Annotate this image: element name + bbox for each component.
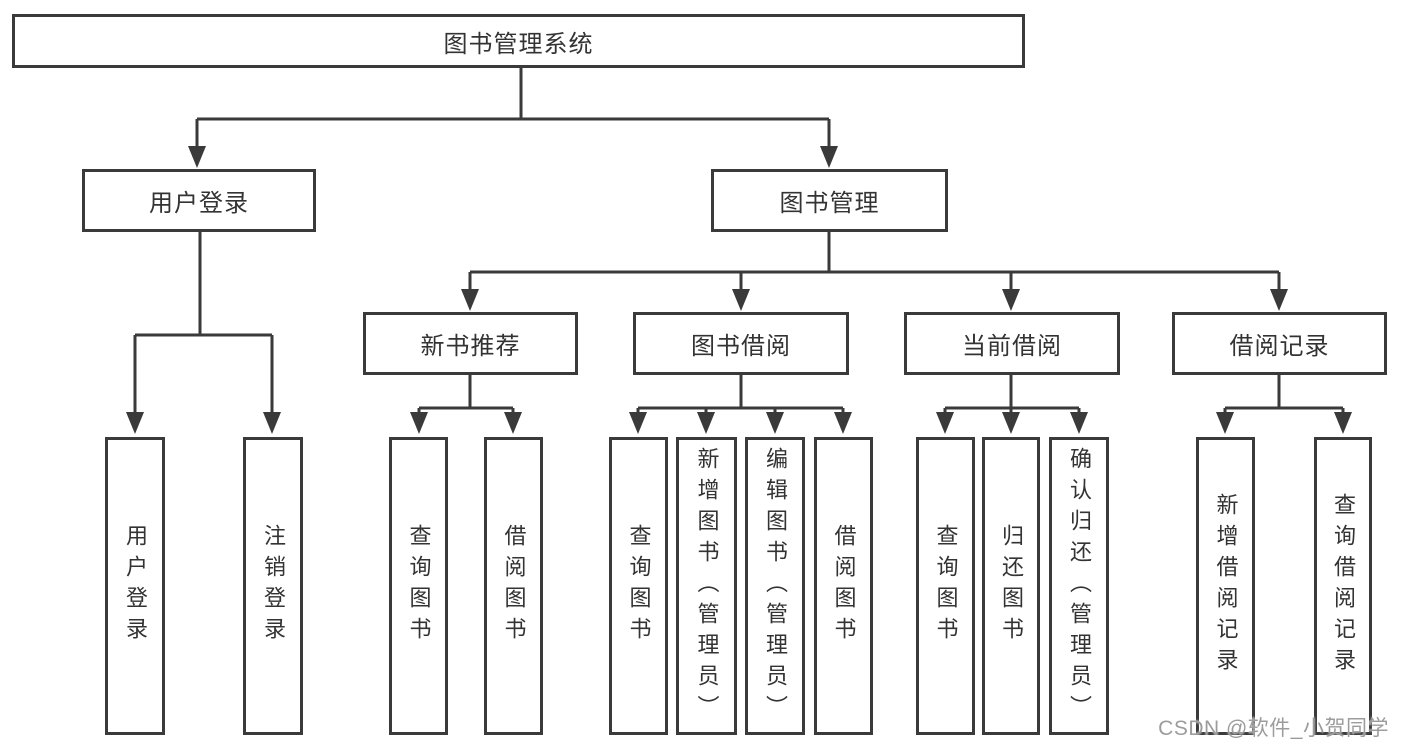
leaf-return-books: 归还图书 <box>982 437 1040 735</box>
leaf-edit-books-admin: 编辑图书（管理员） <box>745 437 805 735</box>
connector-path <box>468 232 1281 292</box>
leaf-query-books-recommend: 查询图书 <box>389 437 448 735</box>
leaf-label: 新增图书（管理员） <box>694 446 720 726</box>
node-current-borrowing: 当前借阅 <box>904 312 1120 375</box>
node-label: 用户登录 <box>149 190 249 217</box>
node-label: 图书管理系统 <box>443 30 594 58</box>
node-borrowing-records: 借阅记录 <box>1172 312 1387 375</box>
leaf-borrow-books-borrowing: 借阅图书 <box>814 437 873 735</box>
leaf-confirm-return-admin: 确认归还（管理员） <box>1049 437 1109 735</box>
leaf-label: 查询图书 <box>406 524 432 648</box>
leaf-label: 确认归还（管理员） <box>1067 446 1092 726</box>
node-library-management-system: 图书管理系统 <box>12 14 1025 68</box>
leaf-label: 注销登录 <box>261 524 286 648</box>
leaf-label: 用户登录 <box>123 524 148 648</box>
connector-path <box>636 374 845 416</box>
leaf-label: 查询图书 <box>626 524 652 648</box>
leaf-label: 借阅图书 <box>831 524 857 648</box>
node-label: 图书借阅 <box>691 333 791 360</box>
leaf-add-borrow-record: 新增借阅记录 <box>1196 437 1255 735</box>
node-book-management: 图书管理 <box>711 169 948 232</box>
leaf-label: 查询借阅记录 <box>1331 493 1356 679</box>
connector-path <box>133 232 274 416</box>
csdn-watermark: CSDN @软件_小贺同学 <box>1158 717 1389 740</box>
leaf-query-books-current: 查询图书 <box>916 437 975 735</box>
leaf-logout: 注销登录 <box>243 437 303 735</box>
node-new-book-recommend: 新书推荐 <box>363 312 578 375</box>
leaf-query-borrow-record: 查询借阅记录 <box>1314 437 1372 735</box>
node-book-borrowing: 图书借阅 <box>633 312 849 375</box>
connector-path <box>1223 374 1345 416</box>
node-label: 当前借阅 <box>962 333 1062 360</box>
node-label: 借阅记录 <box>1229 333 1330 360</box>
leaf-borrow-books-recommend: 借阅图书 <box>484 437 543 735</box>
leaf-add-books-admin: 新增图书（管理员） <box>676 437 737 735</box>
connector-path <box>943 374 1081 416</box>
leaf-label: 查询图书 <box>933 524 959 648</box>
leaf-label: 编辑图书（管理员） <box>763 446 788 726</box>
leaf-query-books-borrowing: 查询图书 <box>609 437 668 735</box>
connector-path <box>417 374 515 416</box>
leaf-label: 借阅图书 <box>501 524 527 648</box>
leaf-user-login: 用户登录 <box>105 437 165 735</box>
connector-path <box>195 68 831 150</box>
node-label: 图书管理 <box>779 190 880 217</box>
node-label: 新书推荐 <box>420 333 521 360</box>
arrowhead <box>126 146 1352 434</box>
leaf-label: 新增借阅记录 <box>1213 493 1239 679</box>
node-user-login-group: 用户登录 <box>82 169 316 232</box>
leaf-label: 归还图书 <box>999 524 1024 648</box>
